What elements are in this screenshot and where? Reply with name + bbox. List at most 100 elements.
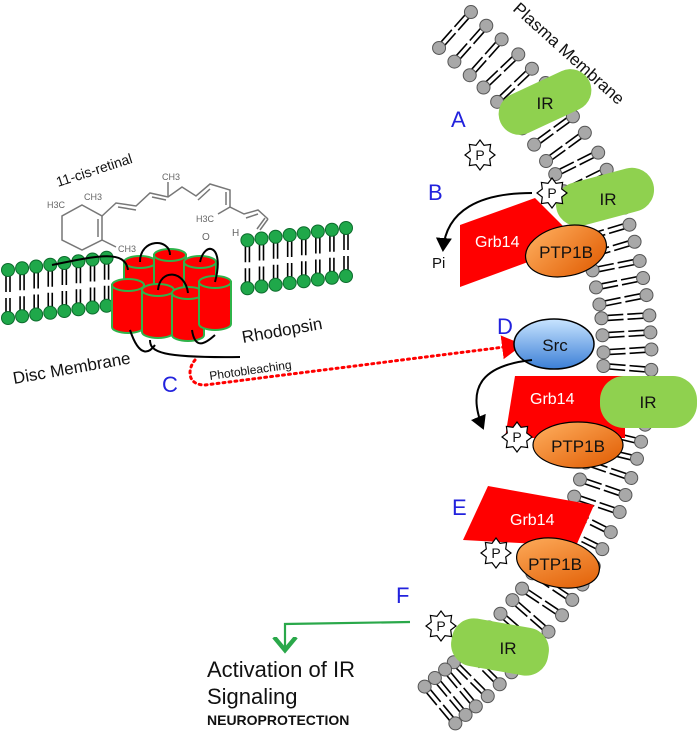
lipid-tail <box>581 540 597 550</box>
lipid-head <box>99 250 114 265</box>
lipid-head <box>644 342 659 357</box>
lipid-head <box>310 224 325 239</box>
helix-body <box>141 289 175 339</box>
lipid-head <box>324 270 339 285</box>
lipid-tail <box>481 669 495 683</box>
lipid-head <box>468 699 483 714</box>
lipid-head <box>417 679 432 694</box>
lipid-head <box>643 325 658 340</box>
phosphate-a: P <box>464 139 496 171</box>
lipid-head <box>432 40 447 55</box>
retinal-ring <box>61 204 103 251</box>
lipid-tail <box>609 472 626 480</box>
ptp1b-d <box>532 421 624 469</box>
lipid-tail <box>598 267 615 273</box>
retinal-ch3-chain-top: CH3 <box>162 172 180 182</box>
lipid-tail <box>502 87 516 101</box>
lipid-head <box>573 472 588 487</box>
retinal-label: 11-cis-retinal <box>54 150 134 190</box>
lipid-head <box>15 261 30 276</box>
lipid-tail <box>453 14 466 28</box>
lipid-head <box>632 253 647 268</box>
lipid-tail <box>609 352 626 356</box>
pi-label: Pi <box>432 255 445 272</box>
lipid-head <box>479 18 494 33</box>
lipid-tail <box>548 145 563 157</box>
lipid-head <box>639 288 654 303</box>
lipid-head <box>1 263 15 277</box>
lipid-head <box>492 677 507 692</box>
lipid-head <box>480 689 495 704</box>
ptp1b-b <box>524 224 608 278</box>
lipid-tail <box>442 704 455 718</box>
lipid-head <box>595 542 610 557</box>
lipid-tail <box>539 133 554 144</box>
phosphate-label: P <box>491 545 500 561</box>
lipid-tail <box>459 690 471 704</box>
lipid-tail <box>440 29 453 43</box>
lipid-tail <box>488 44 501 58</box>
lipid-tail <box>603 489 620 497</box>
step-letter-f: F <box>396 583 409 608</box>
lipid-head <box>29 307 44 322</box>
lipid-tail <box>583 536 599 545</box>
plasma-lipid <box>432 5 478 55</box>
step-letter-b: B <box>428 180 443 205</box>
lipid-tail <box>602 284 619 290</box>
disc-lipid <box>29 259 44 322</box>
plasma-lipid <box>592 288 654 312</box>
helix-body <box>111 284 145 334</box>
lipid-head <box>339 269 353 283</box>
lipid-head <box>240 281 255 296</box>
retinal-methyl-chain <box>217 206 231 215</box>
lipid-tail <box>591 519 607 528</box>
lipid-tail <box>629 346 646 350</box>
plasma-lipid <box>417 679 463 731</box>
dephosphorylation-arrow <box>435 192 533 252</box>
lipid-tail <box>533 614 547 627</box>
lipid-head <box>427 671 442 686</box>
ir-receptor-d <box>600 376 697 428</box>
retinal-hydrogen: H <box>232 228 239 239</box>
step-letter-a: A <box>451 107 466 132</box>
plasma-lipid <box>573 472 633 502</box>
lipid-tail <box>597 262 614 268</box>
phosphate-star-icon <box>425 610 457 642</box>
rhodopsin-extracellular-loops <box>139 242 219 294</box>
disc-lipid <box>324 222 339 285</box>
retinal-chain <box>101 183 269 220</box>
ir-label: IR <box>500 639 517 658</box>
rhodopsin-helix <box>198 275 232 331</box>
lipid-head <box>43 305 58 320</box>
ptp1b-label: PTP1B <box>551 437 605 456</box>
plasma-lipid <box>596 342 659 360</box>
lipid-tail <box>585 169 601 179</box>
phosphate-d: P <box>501 421 533 453</box>
lipid-head <box>592 297 607 312</box>
ir-receptor-b: IR <box>555 167 655 227</box>
lipid-head <box>555 608 570 623</box>
lipid-head <box>548 167 563 182</box>
lipid-tail <box>469 681 483 695</box>
lipid-tail <box>503 59 517 72</box>
plasma-lipid <box>490 61 539 109</box>
step-letter-c: C <box>162 372 178 397</box>
lipid-head <box>636 271 651 286</box>
lipid-tail <box>553 117 568 128</box>
lipid-head <box>29 259 44 274</box>
lipid-head <box>458 707 473 722</box>
plasma-lipid <box>515 581 570 623</box>
phosphate-label: P <box>512 429 521 445</box>
ir-receptor-a: IR <box>498 69 592 135</box>
lipid-tail <box>604 296 621 302</box>
lipid-tail <box>601 279 618 285</box>
rhodopsin-helix <box>171 286 205 342</box>
photobleaching-label: Photobleaching <box>208 358 292 383</box>
lipid-tail <box>472 31 485 45</box>
disc-lipid <box>71 254 86 317</box>
rhodopsin-loops <box>129 329 241 359</box>
disc-lipid <box>85 252 100 315</box>
plasma-lipid <box>539 125 592 169</box>
ir-label: IR <box>600 190 617 209</box>
